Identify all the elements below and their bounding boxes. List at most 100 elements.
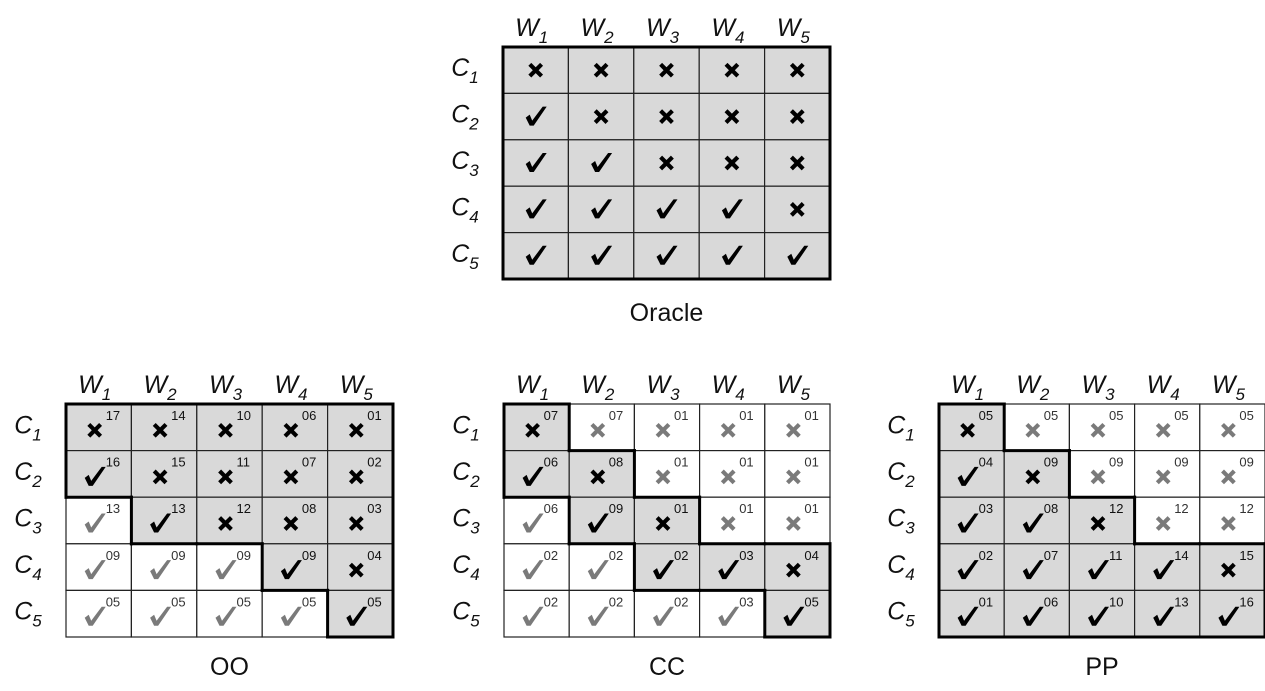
cell-c2-w1: 16: [65, 450, 133, 498]
column-header-w2: W2: [1016, 371, 1050, 404]
cell-number: 10: [1109, 594, 1123, 609]
row-header-c3: C3: [451, 147, 479, 180]
cell-c4-w1: 09: [65, 543, 133, 591]
cell-c2-w4: 07: [261, 450, 329, 498]
cell-c3-w4: 08: [261, 496, 329, 545]
cell-c2-w5: 09: [1199, 450, 1265, 498]
cell-number: 09: [1174, 455, 1188, 470]
cell-number: 12: [237, 501, 251, 516]
cell-background: [1068, 496, 1136, 545]
column-header-w4-subscript: 4: [1170, 385, 1179, 404]
cell-c5-w4: 03: [698, 589, 766, 638]
column-header-w4-subscript: 4: [735, 385, 744, 404]
row-header-c2: C2: [452, 458, 480, 491]
row-header-c3-subscript: 3: [470, 519, 480, 538]
cross-mark-icon: [152, 469, 168, 485]
shaded-region-border: [937, 402, 1265, 639]
check-mark-icon: [522, 466, 544, 486]
cell-number: 02: [367, 455, 381, 470]
cross-mark-icon: [786, 422, 801, 438]
cell-background: [65, 543, 133, 591]
check-mark-icon: [587, 513, 609, 533]
row-header-c5-subscript: 5: [470, 612, 480, 631]
cross-mark-icon: [1090, 469, 1106, 485]
check-mark-icon: [591, 245, 613, 265]
cell-c4-w3: 09: [196, 543, 263, 591]
cell-c4-w1: [502, 185, 570, 234]
column-header-w5: W5: [1212, 371, 1246, 404]
check-mark-icon: [653, 606, 674, 626]
cell-number: 02: [979, 548, 993, 563]
cell-c5-w4: 13: [1133, 589, 1201, 638]
cell-c1-w2: 07: [568, 403, 636, 452]
row-header-c2-base: C: [451, 101, 470, 129]
column-header-w2: W2: [581, 371, 615, 404]
cell-c5-w1: 05: [65, 589, 133, 638]
column-header-w1-base: W: [516, 371, 542, 399]
check-mark-icon: [525, 153, 547, 172]
cross-mark-icon: [720, 469, 736, 485]
cross-mark-icon: [218, 516, 233, 531]
cross-mark-icon: [789, 155, 805, 171]
row-header-c3-base: C: [887, 505, 906, 533]
cell-c3-w2: 08: [1003, 496, 1071, 545]
cell-c2-w3: [633, 92, 700, 141]
check-mark-icon: [1022, 560, 1044, 580]
cell-number: 01: [674, 501, 688, 516]
column-header-w1-subscript: 1: [975, 385, 984, 404]
cell-number: 16: [1239, 594, 1253, 609]
cross-mark-icon: [590, 469, 606, 485]
row-header-c3-subscript: 3: [905, 519, 915, 538]
cell-number: 02: [674, 548, 688, 563]
check-mark-icon: [346, 606, 368, 626]
cell-c2-w2: 08: [568, 450, 636, 498]
column-header-w5: W5: [777, 14, 811, 47]
cell-number: 17: [106, 408, 120, 423]
check-mark-icon: [522, 513, 544, 533]
row-header-c4-subscript: 4: [469, 207, 478, 226]
row-header-c1: C1: [452, 411, 480, 444]
column-header-w4-subscript: 4: [298, 385, 307, 404]
row-header-c1: C1: [451, 54, 479, 87]
cross-mark-icon: [1155, 516, 1171, 531]
row-header-c1-base: C: [451, 54, 470, 82]
check-mark-icon: [787, 245, 809, 265]
cell-c1-w2: 05: [1003, 403, 1071, 452]
column-header-w1: W1: [951, 371, 984, 404]
cell-number: 03: [367, 501, 381, 516]
cell-number: 01: [804, 455, 818, 470]
column-header-w4: W4: [712, 371, 745, 404]
row-header-c4-subscript: 4: [905, 565, 914, 584]
cell-background: [65, 496, 133, 545]
column-header-w2-base: W: [581, 14, 607, 42]
cross-mark-icon: [655, 516, 671, 531]
row-header-c5: C5: [14, 598, 42, 631]
cell-c3-w1: 13: [65, 496, 133, 545]
cell-c1-w5: 01: [327, 403, 394, 452]
column-header-w3-subscript: 3: [670, 28, 680, 47]
column-header-w4-base: W: [1147, 371, 1173, 399]
cross-mark-icon: [786, 469, 801, 485]
column-header-w5-base: W: [777, 371, 803, 399]
column-header-w1: W1: [515, 14, 548, 47]
check-mark-icon: [84, 466, 106, 486]
column-header-w2-base: W: [581, 371, 607, 399]
row-header-c4-base: C: [451, 193, 470, 221]
cell-c4-w5: 04: [764, 543, 831, 591]
cell-c4-w5: 15: [1199, 543, 1265, 591]
row-header-c5-subscript: 5: [469, 254, 479, 273]
cell-c3-w3: [633, 139, 700, 187]
row-header-c1-subscript: 1: [905, 425, 914, 444]
cell-c3-w3: 01: [633, 496, 701, 545]
shaded-region-border: [501, 45, 832, 281]
cross-mark-icon: [593, 62, 609, 78]
column-header-w1: W1: [78, 371, 111, 404]
cell-c2-w1: [502, 92, 570, 141]
column-header-w2-base: W: [144, 371, 170, 399]
row-header-c2: C2: [14, 458, 42, 491]
grid-title-oo: OO: [210, 653, 249, 681]
column-header-w5-subscript: 5: [800, 28, 810, 47]
check-mark-icon: [84, 606, 106, 626]
